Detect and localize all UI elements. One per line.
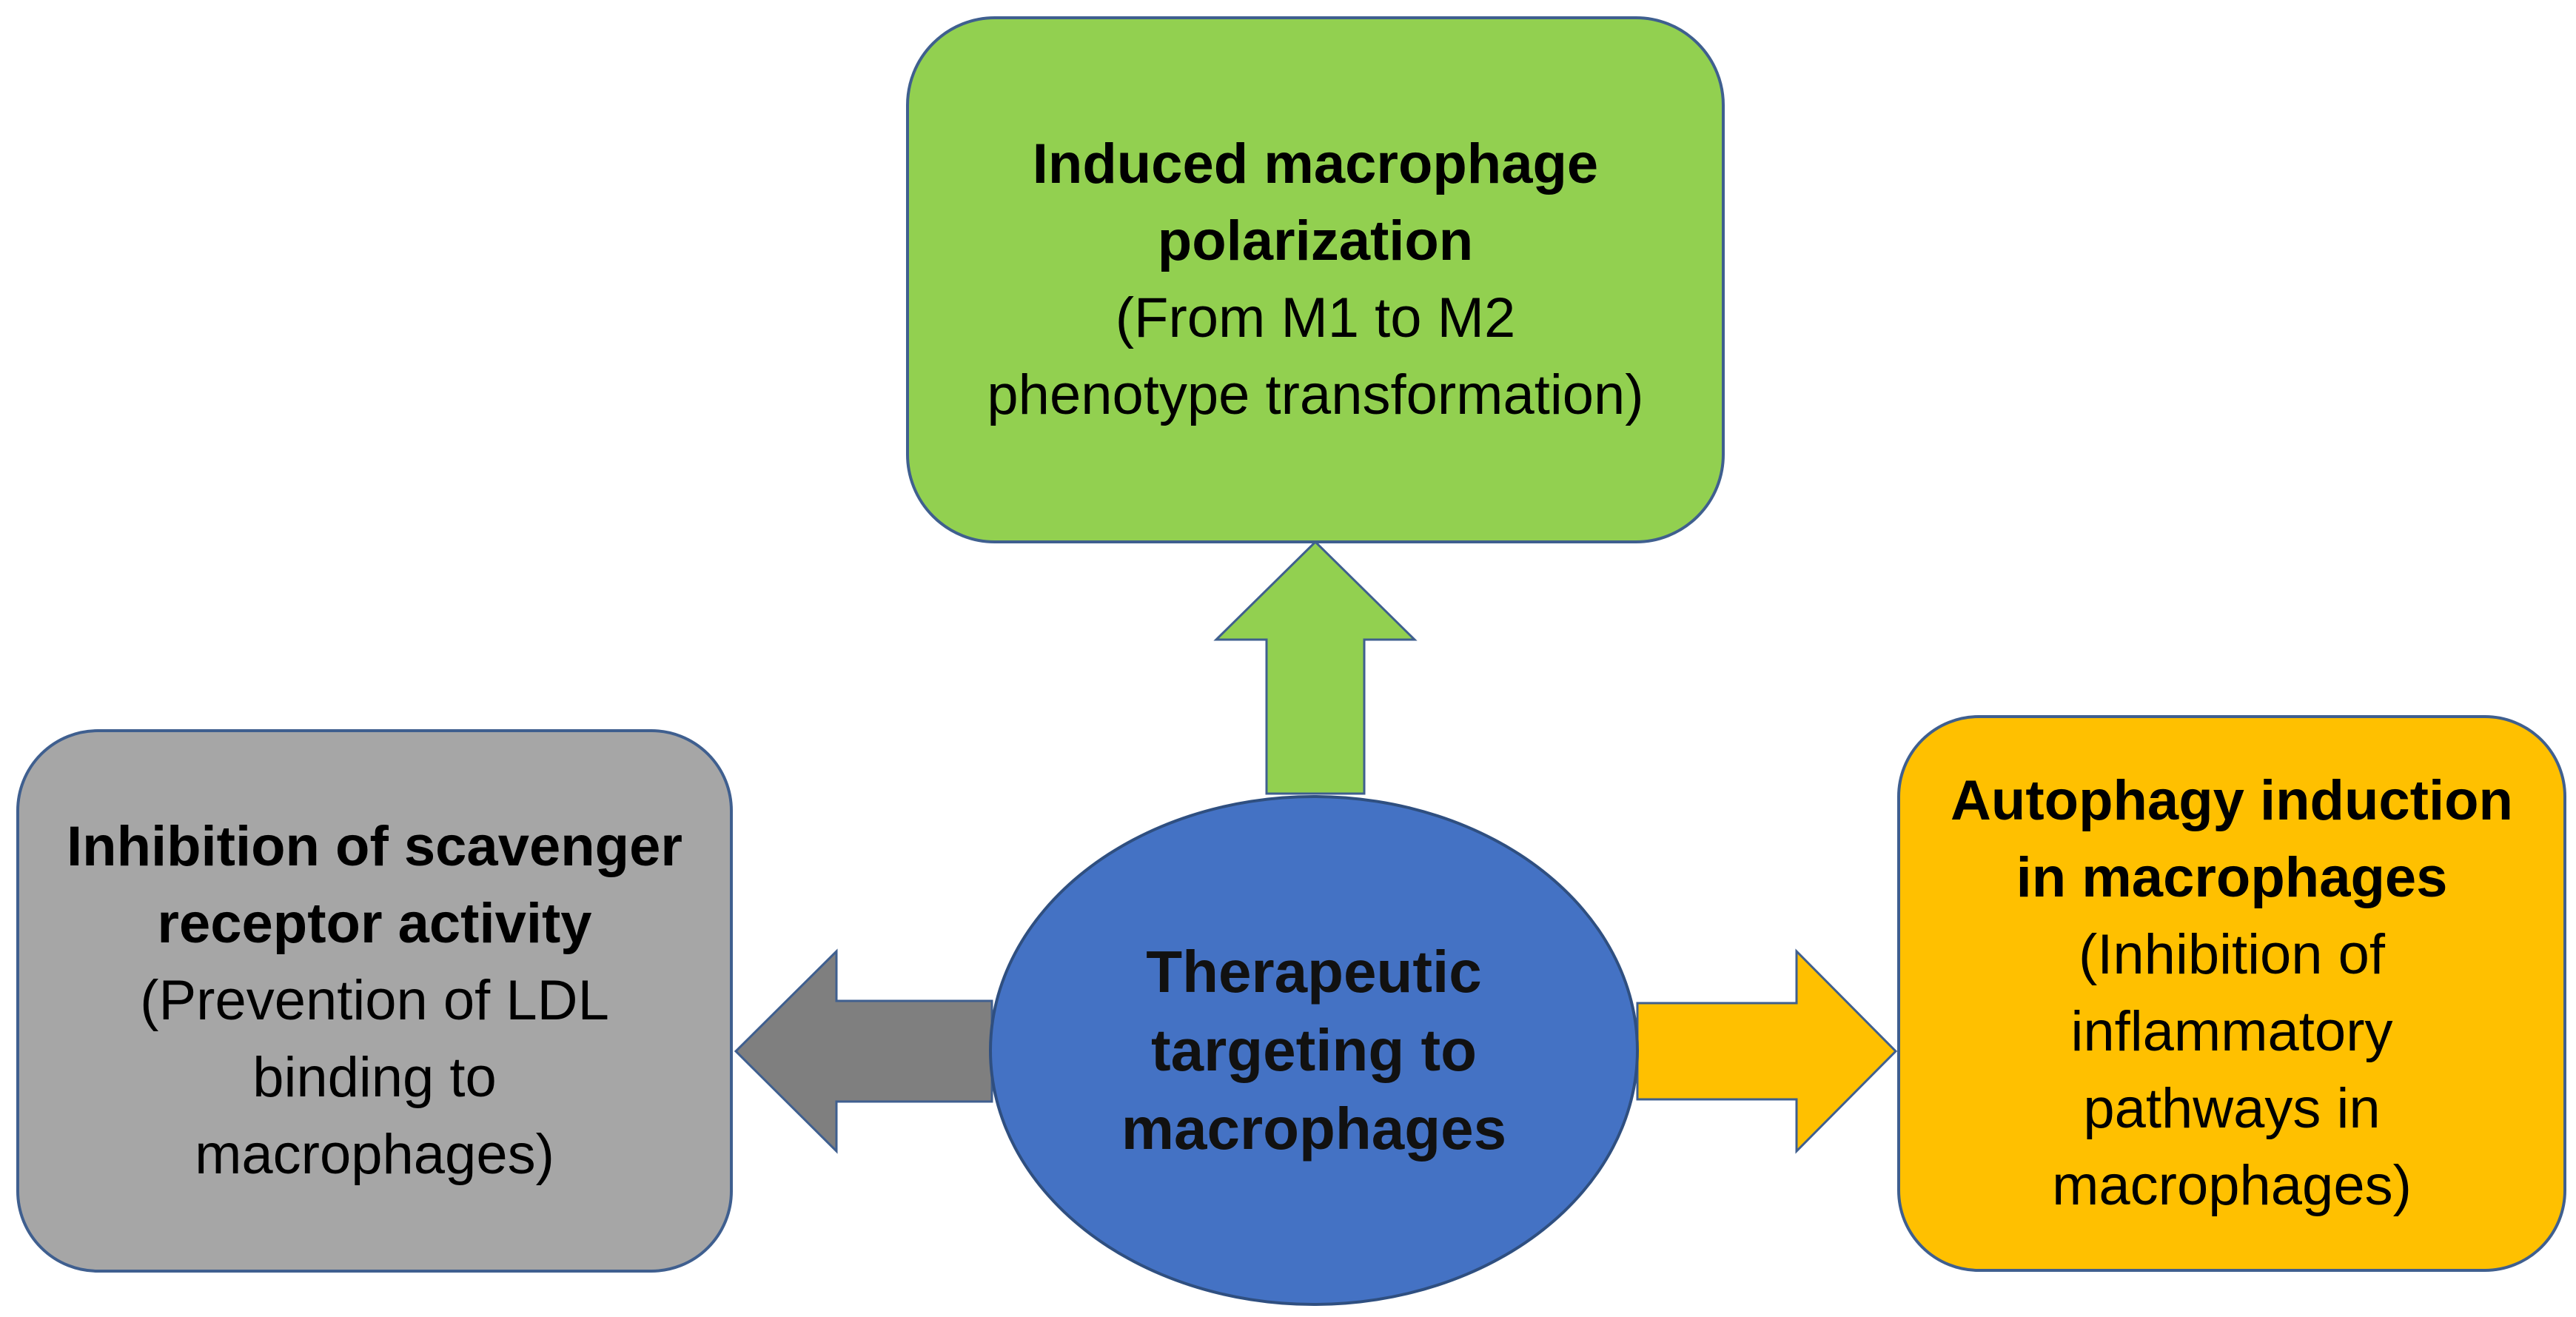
polarization-title-line2: polarization (1157, 210, 1474, 272)
autophagy-detail-line1: (Inhibition of (2078, 923, 2386, 986)
polarization-title-line1: Induced macrophage (1032, 133, 1599, 195)
scavenger-title-line2: receptor activity (157, 892, 592, 955)
polarization-detail-line1: (From M1 to M2 (1115, 286, 1516, 349)
autophagy-box: Autophagy induction in macrophages (Inhi… (1897, 715, 2566, 1272)
scavenger-title-line1: Inhibition of scavenger (67, 815, 682, 878)
scavenger-detail-line1: (Prevention of LDL (140, 969, 609, 1032)
arrow-right-to-autophagy (1636, 948, 1898, 1154)
center-line3: macrophages (1121, 1096, 1507, 1162)
arrow-left-to-scavenger-inhibition (734, 948, 993, 1154)
scavenger-inhibition-box: Inhibition of scavenger receptor activit… (16, 729, 733, 1273)
center-line1: Therapeutic (1146, 939, 1482, 1005)
autophagy-title-line1: Autophagy induction (1951, 769, 2513, 832)
arrow-up-to-polarization (1213, 540, 1418, 795)
polarization-box: Induced macrophage polarization (From M1… (906, 16, 1725, 543)
autophagy-title-line2: in macrophages (2016, 846, 2448, 909)
polarization-detail-line2: phenotype transformation) (987, 363, 1644, 426)
scavenger-detail-line2: binding to (252, 1046, 497, 1109)
scavenger-detail-line3: macrophages) (195, 1123, 554, 1186)
center-line2: targeting to (1151, 1017, 1477, 1083)
autophagy-detail-line2: inflammatory (2070, 1000, 2393, 1063)
autophagy-detail-line3: pathways in (2083, 1077, 2381, 1140)
autophagy-detail-line4: macrophages) (2052, 1154, 2412, 1217)
therapeutic-targeting-ellipse: Therapeutic targeting to macrophages (989, 795, 1639, 1306)
